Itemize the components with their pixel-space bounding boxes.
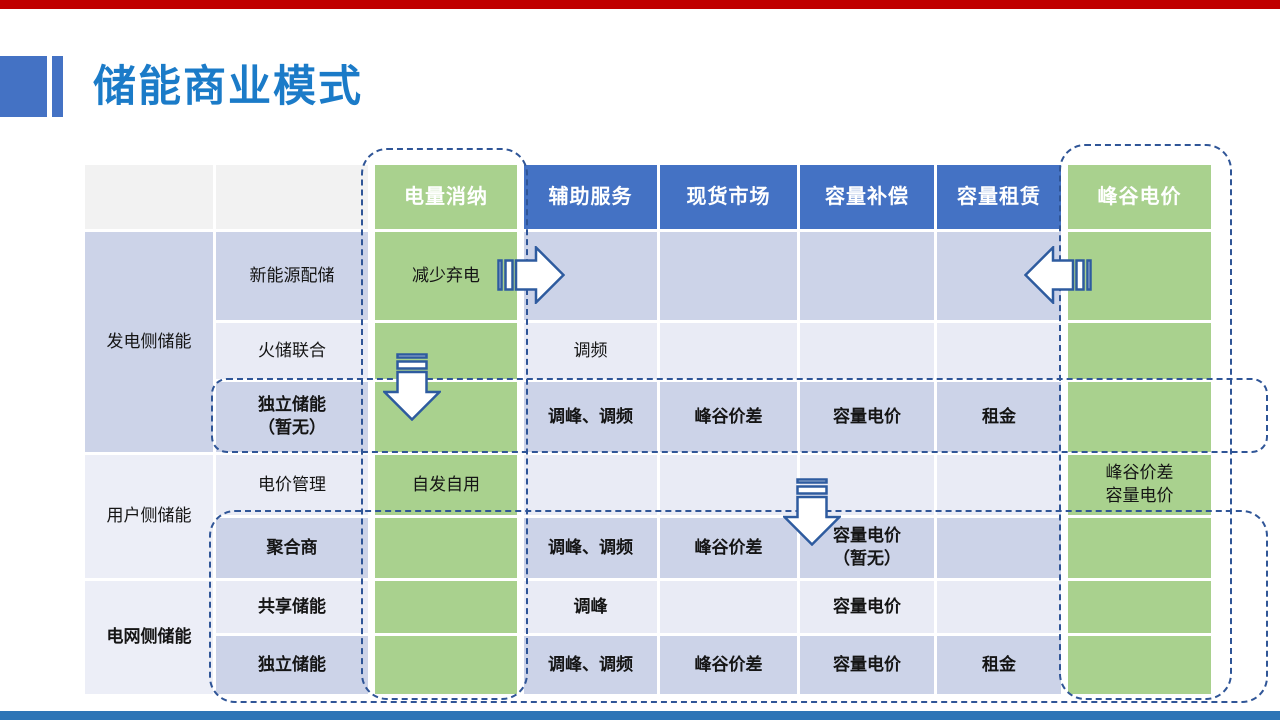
column-header: 电量消纳 — [371, 165, 521, 229]
table-cell: 调峰、调频 — [524, 636, 657, 694]
table-cell — [800, 232, 934, 320]
top-accent-bar — [0, 0, 1280, 9]
table-cell — [937, 581, 1061, 633]
table-cell — [937, 518, 1061, 578]
table-cell — [1064, 323, 1215, 379]
table-cell — [1064, 518, 1215, 578]
business-model-table: 电量消纳辅助服务现货市场容量补偿容量租赁峰谷电价发电侧储能用户侧储能电网侧储能 新… — [85, 165, 1215, 694]
table-cell: 峰谷价差 — [660, 518, 797, 578]
row-label: 独立储能 （暂无） — [216, 382, 368, 452]
column-header: 辅助服务 — [524, 165, 657, 229]
column-header: 容量租赁 — [937, 165, 1061, 229]
table-cell — [1064, 581, 1215, 633]
table-cell — [1064, 232, 1215, 320]
row-label: 聚合商 — [216, 518, 368, 578]
column-header: 容量补偿 — [800, 165, 934, 229]
table-cell: 租金 — [937, 382, 1061, 452]
row-group-label: 发电侧储能 — [85, 232, 213, 452]
table-cell — [660, 581, 797, 633]
page-title: 储能商业模式 — [93, 63, 363, 111]
row-label: 火储联合 — [216, 323, 368, 379]
table-cell — [800, 455, 934, 515]
table-cell — [660, 323, 797, 379]
table-cell: 调峰、调频 — [524, 518, 657, 578]
column-header: 现货市场 — [660, 165, 797, 229]
table-cell: 峰谷价差 容量电价 — [1064, 455, 1215, 515]
table-cell — [371, 636, 521, 694]
column-header — [85, 165, 213, 229]
row-label: 独立储能 — [216, 636, 368, 694]
table-cell: 峰谷价差 — [660, 636, 797, 694]
table-cell — [371, 382, 521, 452]
table-cell — [937, 323, 1061, 379]
bottom-accent-bar — [0, 711, 1280, 720]
table-cell — [660, 455, 797, 515]
table-cell — [937, 455, 1061, 515]
table-cell: 峰谷价差 — [660, 382, 797, 452]
table-cell: 调峰 — [524, 581, 657, 633]
column-header: 峰谷电价 — [1064, 165, 1215, 229]
table-cell: 调峰、调频 — [524, 382, 657, 452]
table-cell: 租金 — [937, 636, 1061, 694]
table-cell: 容量电价 — [800, 581, 934, 633]
row-label: 新能源配储 — [216, 232, 368, 320]
table-cell — [937, 232, 1061, 320]
table-cell — [1064, 636, 1215, 694]
title-accent-square — [0, 56, 47, 117]
row-label: 电价管理 — [216, 455, 368, 515]
row-label: 共享储能 — [216, 581, 368, 633]
table-cell — [371, 518, 521, 578]
table-cell — [800, 323, 934, 379]
table-cell: 自发自用 — [371, 455, 521, 515]
table-cell — [524, 232, 657, 320]
row-group-label: 用户侧储能 — [85, 455, 213, 578]
table-cell: 容量电价 — [800, 382, 934, 452]
row-group-label: 电网侧储能 — [85, 581, 213, 694]
title-accent-tick — [52, 56, 63, 117]
table-cell: 减少弃电 — [371, 232, 521, 320]
column-header — [216, 165, 368, 229]
table-cell — [524, 455, 657, 515]
table-cell: 调频 — [524, 323, 657, 379]
table-cell — [371, 581, 521, 633]
table-cell: 容量电价 （暂无） — [800, 518, 934, 578]
table-cell: 容量电价 — [800, 636, 934, 694]
table-cell — [1064, 382, 1215, 452]
table-cell — [371, 323, 521, 379]
table-cell — [660, 232, 797, 320]
